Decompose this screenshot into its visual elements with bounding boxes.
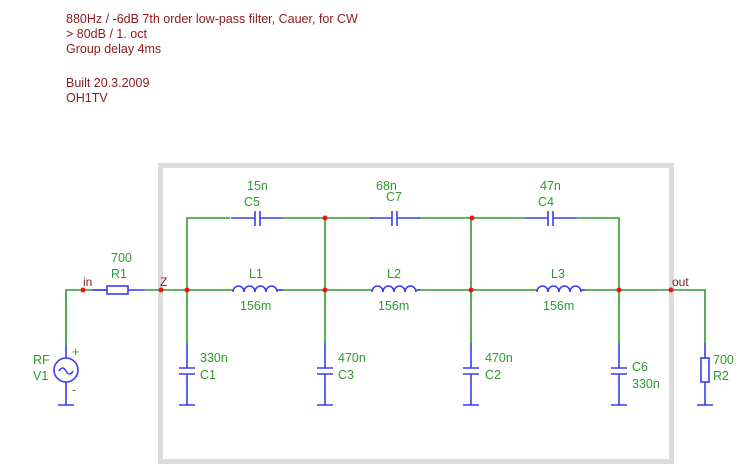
sine-icon <box>58 367 74 375</box>
note-callsign: OH1TV <box>66 91 108 105</box>
r1-name: R1 <box>111 267 127 281</box>
c6-value: 330n <box>632 377 660 391</box>
inductor-l3[interactable]: L3 156m <box>536 267 585 313</box>
c1-value: 330n <box>200 351 228 365</box>
c5-value: 15n <box>247 179 268 193</box>
c2-value: 470n <box>485 351 513 365</box>
c2-name: C2 <box>485 368 501 382</box>
l1-name: L1 <box>249 267 263 281</box>
c3-name: C3 <box>338 368 354 382</box>
c7-value: 68n <box>376 179 397 193</box>
junction <box>322 287 328 293</box>
junction <box>469 215 475 221</box>
capacitor-c3[interactable]: 470n C3 <box>317 343 366 406</box>
c7-name: C7 <box>386 190 402 204</box>
capacitor-c7[interactable]: 68n C7 <box>370 179 420 226</box>
resistor-r1[interactable]: 700 R1 <box>92 251 145 295</box>
c6-name: C6 <box>632 360 648 374</box>
junctions <box>80 215 674 293</box>
c4-value: 47n <box>540 179 561 193</box>
capacitor-c1[interactable]: 330n C1 <box>179 343 228 406</box>
c1-name: C1 <box>200 368 216 382</box>
c5-name: C5 <box>244 195 260 209</box>
l2-value: 156m <box>378 299 409 313</box>
junction-z[interactable] <box>158 287 164 293</box>
r2-value: 700 <box>713 353 734 367</box>
r1-value: 700 <box>111 251 132 265</box>
c3-value: 470n <box>338 351 366 365</box>
filter-frame <box>158 163 674 464</box>
inductor-l1[interactable]: L1 156m <box>232 267 283 313</box>
minus-sign: - <box>72 383 76 397</box>
junction-in[interactable] <box>80 287 86 293</box>
junction <box>322 215 328 221</box>
l2-name: L2 <box>387 267 401 281</box>
junction <box>184 287 190 293</box>
r2-name: R2 <box>713 369 729 383</box>
capacitor-c4[interactable]: 47n C4 <box>525 179 577 226</box>
resistor-r2[interactable]: 700 R2 <box>697 343 734 406</box>
c4-name: C4 <box>538 195 554 209</box>
note-group-delay: Group delay 4ms <box>66 42 162 56</box>
inductor-l2[interactable]: L2 156m <box>371 267 420 313</box>
v1-name: V1 <box>33 369 48 383</box>
node-label-in: in <box>83 275 92 289</box>
capacitor-c6[interactable]: C6 330n <box>611 343 660 406</box>
l3-name: L3 <box>551 267 565 281</box>
l3-value: 156m <box>543 299 574 313</box>
junction-out[interactable] <box>668 287 674 293</box>
note-built-date: Built 20.3.2009 <box>66 76 150 90</box>
junction <box>616 287 622 293</box>
node-label-z: Z <box>160 275 167 289</box>
note-title: 880Hz / -6dB 7th order low-pass filter, … <box>66 12 358 26</box>
plus-sign: + <box>72 345 79 359</box>
capacitor-c5[interactable]: 15n C5 <box>231 179 283 226</box>
v1-value: RF <box>33 353 50 367</box>
capacitor-c2[interactable]: 470n C2 <box>463 343 513 406</box>
voltage-source-v1[interactable]: + - RF V1 <box>33 345 79 406</box>
l1-value: 156m <box>240 299 271 313</box>
note-attenuation: > 80dB / 1. oct <box>66 27 147 41</box>
junction <box>468 287 474 293</box>
node-label-out: out <box>672 275 689 289</box>
